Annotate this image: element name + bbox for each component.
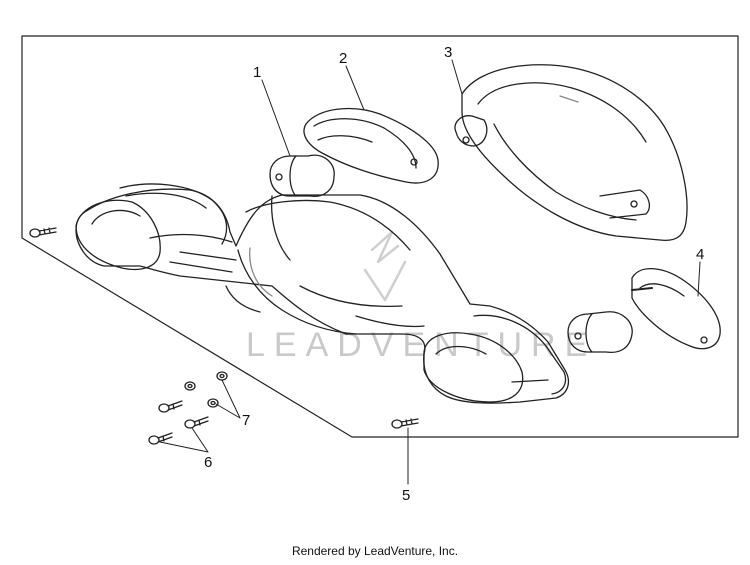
leader-lines <box>159 59 701 485</box>
bulb-part-4b <box>567 311 633 354</box>
screw-a <box>158 400 183 413</box>
screw-bottom <box>391 418 419 429</box>
bulb-part-1 <box>269 154 335 197</box>
right-lamp-assembly <box>423 314 567 403</box>
footer-credit: Rendered by LeadVenture, Inc. <box>291 544 459 558</box>
callout-5: 5 <box>402 487 410 504</box>
watermark-text: LEADVENTURE <box>246 326 596 364</box>
washer-b <box>216 371 228 381</box>
lens-part-4 <box>631 267 721 350</box>
callout-2: 2 <box>339 50 347 67</box>
washer-a <box>184 381 196 391</box>
callout-7: 7 <box>242 412 250 429</box>
screws-and-washers <box>29 227 419 445</box>
diagram-frame <box>21 35 739 438</box>
callout-3: 3 <box>444 44 452 61</box>
washer-c <box>207 398 219 408</box>
screw-b <box>148 432 173 445</box>
screw-c <box>184 416 209 429</box>
cover-part-3 <box>454 64 688 242</box>
callout-labels: 1 2 3 4 5 6 7 <box>204 44 704 504</box>
callout-4: 4 <box>696 246 704 263</box>
lens-part-2 <box>303 107 439 184</box>
turn-signal-housing <box>75 188 570 404</box>
callout-1: 1 <box>253 64 261 81</box>
screw-left <box>29 227 57 238</box>
left-lamp-assembly <box>75 183 228 271</box>
watermark-logo <box>363 230 407 302</box>
callout-6: 6 <box>204 454 212 471</box>
